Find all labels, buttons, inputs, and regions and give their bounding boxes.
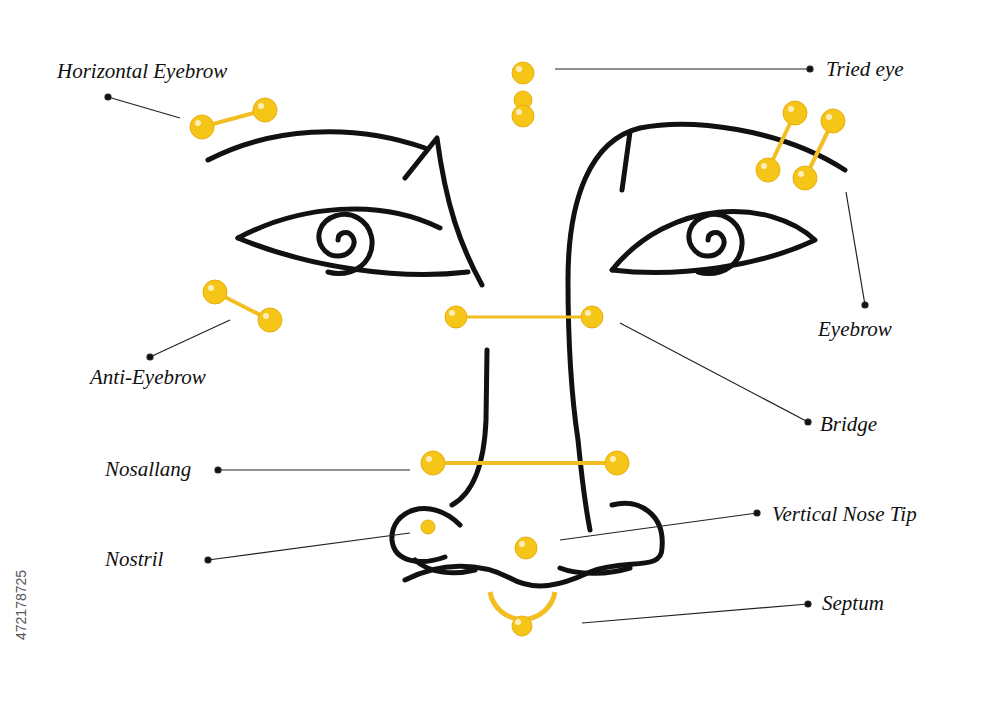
piercing-label: Bridge xyxy=(820,413,877,436)
piercing-label: Nosallang xyxy=(105,458,191,481)
piercing-label: Vertical Nose Tip xyxy=(772,503,917,526)
piercing-label: Nostril xyxy=(105,548,163,571)
piercing-label: Septum xyxy=(822,592,884,615)
piercing-label: Tried eye xyxy=(826,58,904,81)
piercing-label: Anti-Eyebrow xyxy=(90,366,206,389)
piercing-label: Horizontal Eyebrow xyxy=(57,60,227,83)
piercing-label: Eyebrow xyxy=(818,318,892,341)
watermark-number: 472178725 xyxy=(14,570,29,640)
